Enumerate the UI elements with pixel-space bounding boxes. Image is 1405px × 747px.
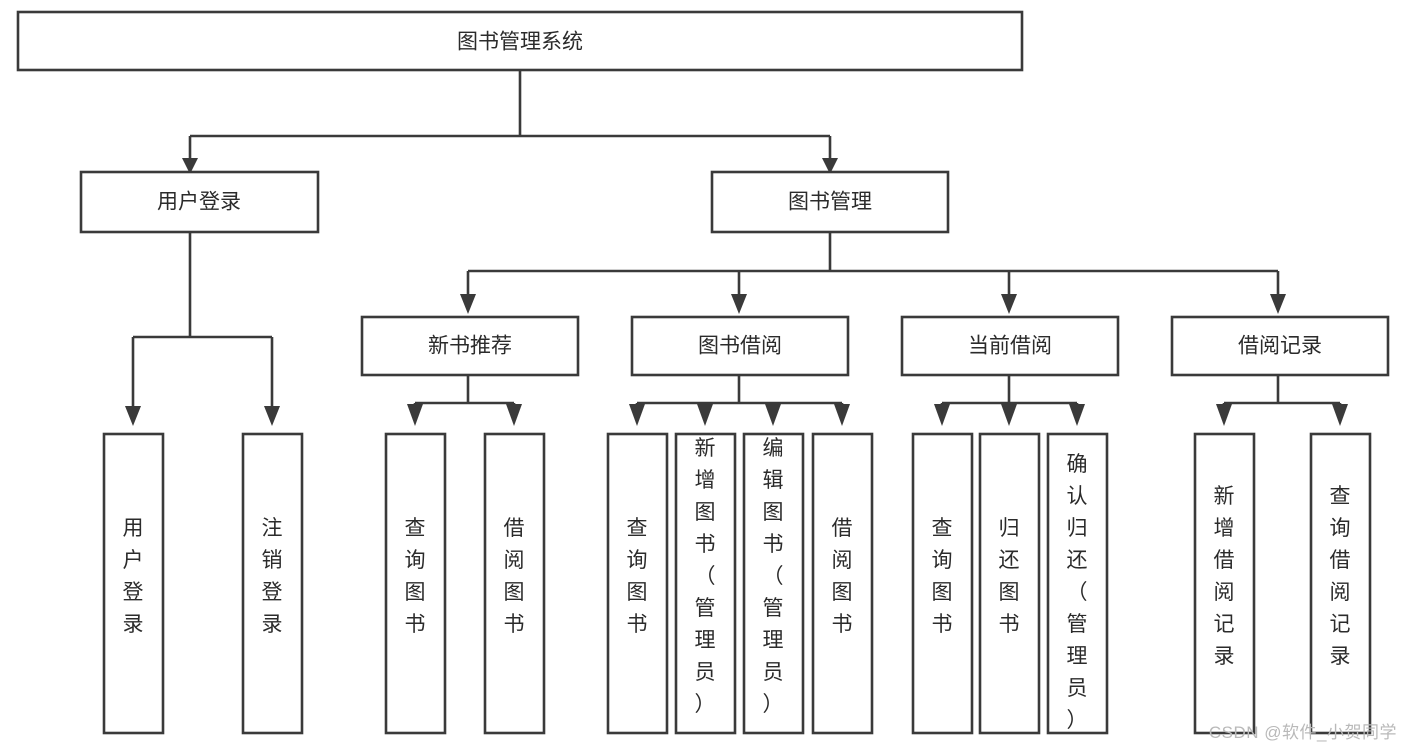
arrow-head-new-book-recommend (460, 294, 476, 314)
leaf-recommend-borrow-book-box[interactable] (483, 432, 546, 735)
node-current-borrow[interactable]: 当前借阅 (900, 315, 1120, 377)
node-root-system[interactable]: 图书管理系统 (16, 10, 1024, 72)
leaf-borrow-edit-book[interactable]: 编辑图书（管理员） (742, 432, 805, 735)
node-book-borrow-box[interactable] (630, 315, 850, 377)
leaf-current-confirm-return-box[interactable] (1046, 432, 1109, 735)
arrow-head-borrow-add-book (697, 404, 713, 426)
leaf-recommend-borrow-book[interactable]: 借阅图书 (483, 432, 546, 735)
leaf-borrow-edit-book-box[interactable] (742, 432, 805, 735)
arrow-head-current-confirm-return (1069, 404, 1085, 426)
leaf-current-return-book[interactable]: 归还图书 (978, 432, 1041, 735)
leaf-current-confirm-return-label: 确认归还（管理员） (1067, 453, 1088, 732)
leaf-recommend-query-book-box[interactable] (384, 432, 447, 735)
node-current-borrow-box[interactable] (900, 315, 1120, 377)
leaf-records-query-record-label: 查询借阅记录 (1330, 485, 1351, 668)
node-new-book-recommend-box[interactable] (360, 315, 580, 377)
arrow-head-recommend-query-book (407, 404, 423, 426)
leaf-user-login[interactable]: 用户登录 (102, 432, 165, 735)
leaf-borrow-add-book-box[interactable] (674, 432, 737, 735)
node-book-management-label: 图书管理 (788, 191, 872, 214)
arrow-head-user-login (182, 158, 198, 174)
leaf-current-return-book-box[interactable] (978, 432, 1041, 735)
arrow-head-borrow-lend-book (834, 404, 850, 426)
leaf-borrow-add-book[interactable]: 新增图书（管理员） (674, 432, 737, 735)
leaf-user-login-box[interactable] (102, 432, 165, 735)
arrow-head-records-add-record (1216, 404, 1232, 426)
node-user-login[interactable]: 用户登录 (79, 170, 320, 234)
node-borrow-records[interactable]: 借阅记录 (1170, 315, 1390, 377)
arrow-head-borrow-records (1270, 294, 1286, 314)
connector-layer (125, 70, 1348, 426)
arrow-head-current-return-book (1001, 404, 1017, 426)
leaf-borrow-lend-book-box[interactable] (811, 432, 874, 735)
leaf-recommend-query-book-label: 查询图书 (405, 517, 426, 636)
arrow-head-book-borrow (731, 294, 747, 314)
leaf-user-login-label: 用户登录 (123, 517, 144, 636)
arrow-head-current-query-book (934, 404, 950, 426)
node-user-login-label: 用户登录 (157, 191, 241, 214)
arrow-head-borrow-edit-book (765, 404, 781, 426)
arrow-head-recommend-borrow-book (506, 404, 522, 426)
leaf-current-query-book-box[interactable] (911, 432, 974, 735)
leaf-logout-box[interactable] (241, 432, 304, 735)
leaf-records-query-record-box[interactable] (1309, 432, 1372, 735)
leaf-records-query-record[interactable]: 查询借阅记录 (1309, 432, 1372, 735)
leaf-recommend-query-book[interactable]: 查询图书 (384, 432, 447, 735)
arrow-head-borrow-query-book (629, 404, 645, 426)
arrow-head-book-manage (822, 158, 838, 174)
node-root-system-label: 图书管理系统 (457, 31, 583, 54)
leaf-borrow-edit-book-label: 编辑图书（管理员） (763, 437, 784, 716)
leaf-logout-label: 注销登录 (262, 517, 283, 636)
leaf-logout[interactable]: 注销登录 (241, 432, 304, 735)
node-book-borrow-label: 图书借阅 (698, 335, 782, 358)
node-borrow-records-box[interactable] (1170, 315, 1390, 377)
node-book-borrow[interactable]: 图书借阅 (630, 315, 850, 377)
leaf-recommend-borrow-book-label: 借阅图书 (504, 517, 525, 636)
leaf-records-add-record-label: 新增借阅记录 (1214, 485, 1235, 668)
leaf-current-return-book-label: 归还图书 (999, 517, 1020, 636)
leaf-current-query-book-label: 查询图书 (932, 517, 953, 636)
node-book-management-box[interactable] (710, 170, 950, 234)
leaf-borrow-query-book-label: 查询图书 (627, 517, 648, 636)
node-new-book-recommend-label: 新书推荐 (428, 335, 512, 358)
leaf-current-confirm-return[interactable]: 确认归还（管理员） (1046, 432, 1109, 735)
leaf-borrow-lend-book[interactable]: 借阅图书 (811, 432, 874, 735)
leaf-records-add-record-box[interactable] (1193, 432, 1256, 735)
node-current-borrow-label: 当前借阅 (968, 335, 1052, 358)
node-book-management[interactable]: 图书管理 (710, 170, 950, 234)
leaf-borrow-add-book-label: 新增图书（管理员） (695, 437, 716, 716)
node-borrow-records-label: 借阅记录 (1238, 335, 1322, 358)
node-user-login-box[interactable] (79, 170, 320, 234)
leaf-borrow-lend-book-label: 借阅图书 (832, 517, 853, 636)
arrow-head-current-borrow (1001, 294, 1017, 314)
arrow-head-records-query-record (1332, 404, 1348, 426)
leaf-current-query-book[interactable]: 查询图书 (911, 432, 974, 735)
arrow-head-leaf-user-login (125, 406, 141, 426)
leaf-borrow-query-book-box[interactable] (606, 432, 669, 735)
node-new-book-recommend[interactable]: 新书推荐 (360, 315, 580, 377)
leaf-records-add-record[interactable]: 新增借阅记录 (1193, 432, 1256, 735)
arrow-head-leaf-logout (264, 406, 280, 426)
leaf-borrow-query-book[interactable]: 查询图书 (606, 432, 669, 735)
node-root-system-box[interactable] (16, 10, 1024, 72)
